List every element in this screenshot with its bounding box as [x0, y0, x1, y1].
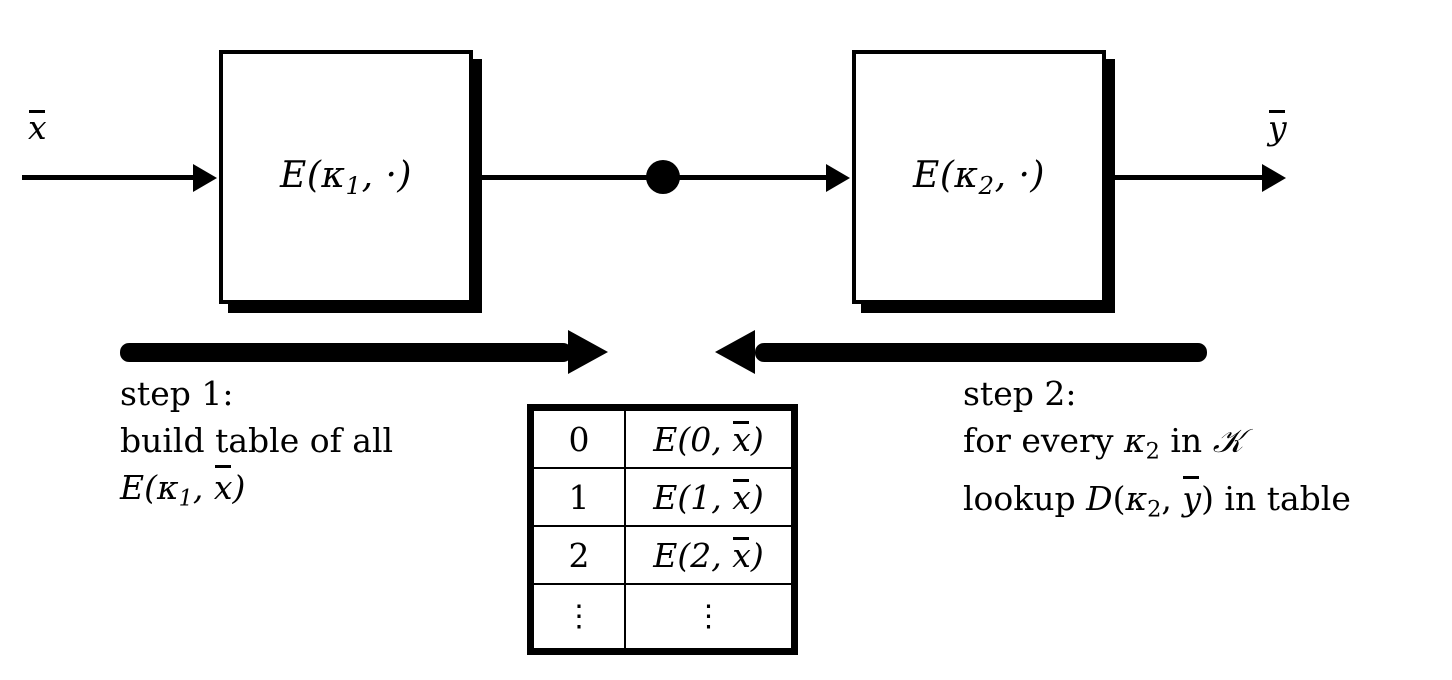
- table-cell-value: E(0, x): [624, 408, 793, 470]
- table-row[interactable]: 2 E(2, x): [532, 525, 793, 586]
- step-1-line-1: step 1:: [120, 374, 234, 413]
- step-1-caption: step 1: build table of all E(κ1, x): [120, 370, 393, 522]
- step-1-line-3: E(κ1, x): [120, 464, 393, 522]
- step-2-line-3: lookup D(κ2, y) in table: [963, 475, 1351, 533]
- step-2-arrow-shaft: [755, 343, 1207, 362]
- output-wire: [1106, 175, 1266, 180]
- precomputed-lookup-table[interactable]: 0 E(0, x) 1 E(1, x) 2 E(2, x) ⋮ ⋮: [527, 404, 798, 655]
- table-cell-key-ellipsis: ⋮: [532, 583, 626, 650]
- step-1-arrow-shaft: [120, 343, 572, 362]
- table-row[interactable]: 0 E(0, x): [532, 408, 793, 470]
- cipher-box-encrypt-2[interactable]: E(κ2, ·): [852, 50, 1106, 304]
- table-cell-key: 1: [532, 467, 626, 528]
- output-label-ybar: y: [1268, 108, 1287, 147]
- input-wire: [22, 175, 197, 180]
- table-row-ellipsis: ⋮ ⋮: [532, 583, 793, 650]
- step-2-line-1: step 2:: [963, 374, 1077, 413]
- table-row[interactable]: 1 E(1, x): [532, 467, 793, 528]
- intermediate-arrowhead-icon: [826, 164, 850, 192]
- cipher-box-encrypt-1[interactable]: E(κ1, ·): [219, 50, 473, 304]
- output-arrowhead-icon: [1262, 164, 1286, 192]
- step-1-arrowhead-icon: [568, 330, 608, 374]
- input-label-xbar: x: [28, 108, 47, 147]
- table-cell-value: E(1, x): [624, 467, 793, 528]
- intermediate-value-dot-icon: [646, 160, 680, 194]
- step-2-arrowhead-icon: [715, 330, 755, 374]
- cipher-box-encrypt-1-label: E(κ1, ·): [280, 154, 412, 200]
- input-arrowhead-icon: [193, 164, 217, 192]
- table-cell-value-ellipsis: ⋮: [624, 583, 793, 650]
- cipher-box-encrypt-2-label: E(κ2, ·): [913, 154, 1045, 200]
- table-cell-key: 0: [532, 408, 626, 470]
- table-cell-key: 2: [532, 525, 626, 586]
- step-1-line-2: build table of all: [120, 421, 394, 460]
- step-2-line-2: for every κ2 in 𝒦: [963, 421, 1244, 465]
- step-2-caption: step 2: for every κ2 in 𝒦 lookup D(κ2, y…: [963, 370, 1351, 534]
- table-cell-value: E(2, x): [624, 525, 793, 586]
